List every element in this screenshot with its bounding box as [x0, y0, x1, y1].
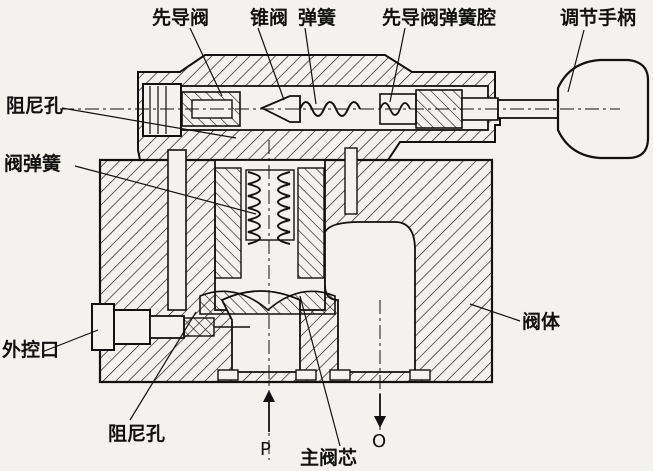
label-port-o: O [372, 431, 386, 452]
label-damping-hole-top: 阻尼孔 [6, 95, 63, 117]
label-external-control-port: 外控口 [2, 338, 59, 361]
leader-lines [41, 27, 585, 447]
label-adjust-handle: 调节手柄 [560, 6, 636, 29]
label-valve-spring: 阀弹簧 [4, 152, 61, 175]
label-pilot-valve: 先导阀 [152, 6, 209, 29]
label-pilot-spring-chamber: 先导阀弹簧腔 [382, 6, 496, 29]
valve-body [98, 147, 494, 384]
label-valve-body: 阀体 [522, 310, 561, 333]
label-main-spool: 主阀芯 [300, 446, 357, 469]
label-cone-valve: 锥阀 [250, 6, 288, 29]
pilot-housing [137, 54, 561, 161]
flow-arrows [263, 390, 386, 432]
label-port-p: P [260, 439, 271, 460]
label-damping-hole-bottom: 阻尼孔 [108, 423, 165, 445]
label-spring: 弹簧 [298, 6, 336, 29]
external-port-fitting [91, 303, 250, 351]
